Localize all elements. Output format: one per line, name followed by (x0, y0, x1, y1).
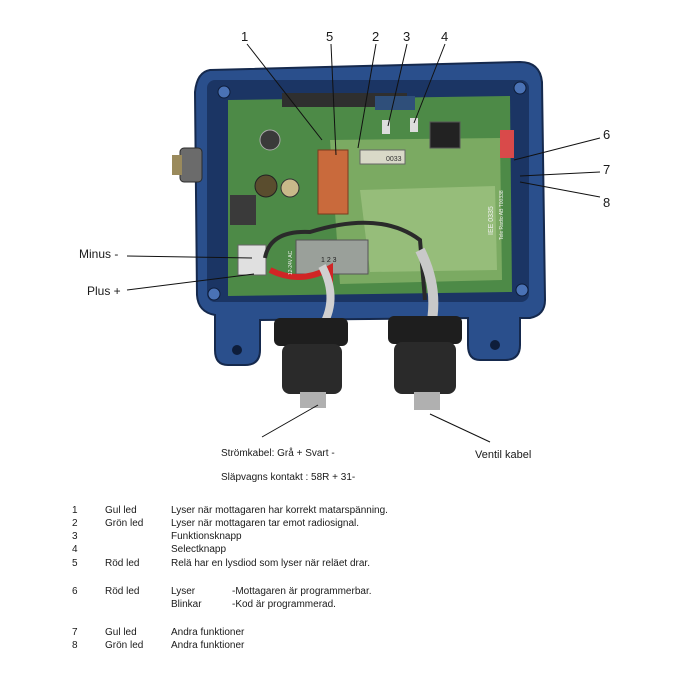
callout-7: 7 (603, 163, 610, 177)
callout-4: 4 (441, 30, 448, 44)
circuit-board (228, 93, 514, 296)
legend-description: Blinkar (171, 598, 202, 611)
cable-gland-right (388, 316, 462, 410)
legend-description: Funktionsknapp (171, 530, 242, 543)
valve-cable-caption: Ventil kabel (475, 448, 531, 462)
callout-5: 5 (326, 30, 333, 44)
board-iee-text: IEE 0335 (488, 206, 495, 235)
legend-number: 3 (72, 530, 78, 543)
legend-description: Andra funktioner (171, 626, 244, 639)
callout-6: 6 (603, 128, 610, 142)
callout-3: 3 (403, 30, 410, 44)
legend-number: 8 (72, 639, 78, 652)
legend-number: 4 (72, 543, 78, 556)
legend-led: Gul led (105, 626, 137, 639)
voltage-marking: 12-24V AC (288, 250, 294, 275)
legend-led: Grön led (105, 639, 143, 652)
cable-gland-left (274, 318, 348, 408)
legend-led: Röd led (105, 585, 139, 598)
legend-description: Lyser (171, 585, 195, 598)
legend-number: 7 (72, 626, 78, 639)
legend-description: Lyser när mottagaren har korrekt matarsp… (171, 504, 388, 517)
legend-description: Lyser när mottagaren tar emot radiosigna… (171, 517, 359, 530)
legend-led: Gul led (105, 504, 137, 517)
legend-number: 5 (72, 557, 78, 570)
legend-number: 6 (72, 585, 78, 598)
chip-marking: 0033 (386, 156, 402, 163)
callout-2: 2 (372, 30, 379, 44)
legend-description: Relä har en lysdiod som lyser när reläet… (171, 557, 370, 570)
legend-detail: -Mottagaren är programmerbar. (232, 585, 372, 598)
callout-1: 1 (241, 30, 248, 44)
plus-label: Plus + (87, 284, 121, 298)
side-connector (172, 148, 202, 182)
legend-description: Selectknapp (171, 543, 226, 556)
minus-label: Minus - (79, 247, 118, 261)
legend-number: 1 (72, 504, 78, 517)
power-cable-caption: Strömkabel: Grå + Svart - (221, 447, 335, 461)
terminal-numbers: 1 2 3 (321, 257, 337, 264)
legend-led: Röd led (105, 557, 139, 570)
legend-number: 2 (72, 517, 78, 530)
legend-led: Grön led (105, 517, 143, 530)
callout-8: 8 (603, 196, 610, 210)
legend-detail: -Kod är programmerad. (232, 598, 336, 611)
board-maker-text: Tele Radio AB T00338 (499, 190, 505, 240)
trailer-contact-caption: Släpvagns kontakt : 58R + 31- (221, 471, 355, 485)
legend-description: Andra funktioner (171, 639, 244, 652)
